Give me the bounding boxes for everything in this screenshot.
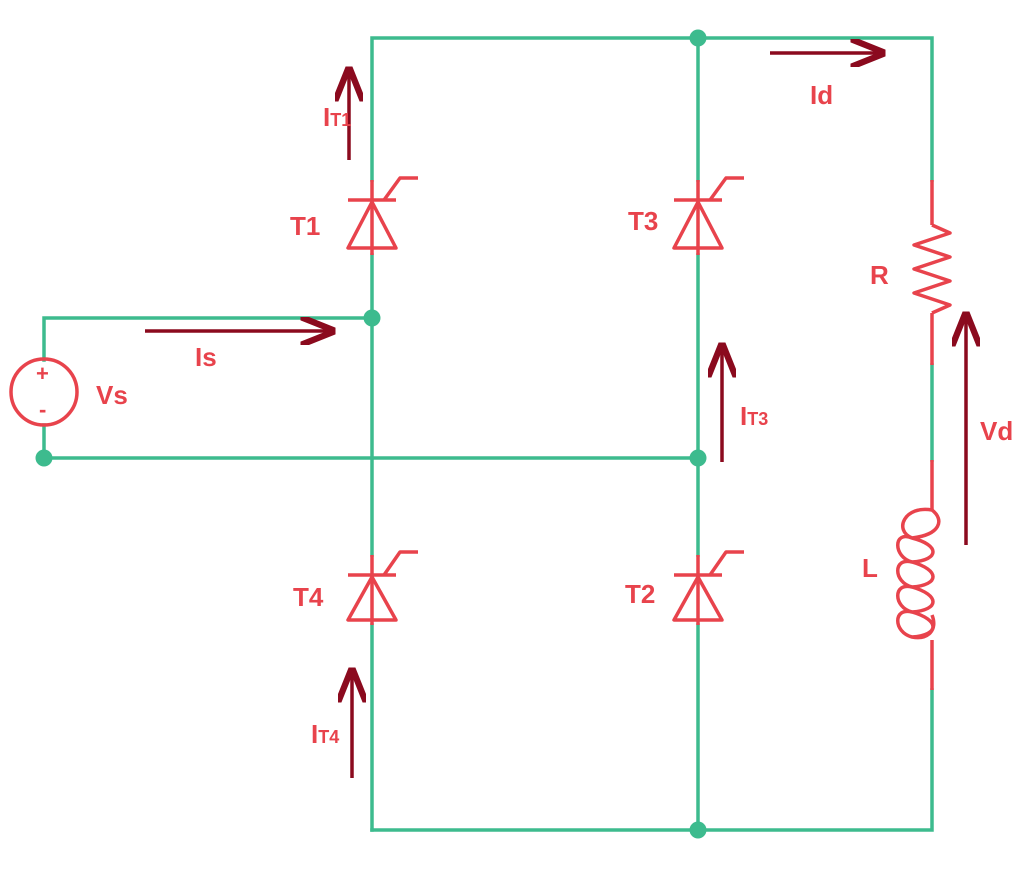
label-t2: T2 bbox=[625, 579, 655, 609]
label-vs: Vs bbox=[96, 380, 128, 410]
label-source-minus: - bbox=[39, 397, 46, 422]
label-source-plus: + bbox=[36, 361, 49, 386]
wire-top-rail bbox=[370, 36, 934, 182]
label-is: Is bbox=[195, 342, 217, 372]
label-id: Id bbox=[810, 80, 833, 110]
label-l: L bbox=[862, 553, 878, 583]
junction-dot bbox=[689, 821, 707, 839]
label-t4: T4 bbox=[293, 582, 324, 612]
junction-dot bbox=[35, 449, 53, 467]
label-vd: Vd bbox=[980, 416, 1013, 446]
label-r: R bbox=[870, 260, 889, 290]
label-it1: IT1 bbox=[323, 102, 351, 132]
resistor-symbol bbox=[912, 180, 952, 365]
junction-dot bbox=[363, 309, 381, 327]
wire-source-top bbox=[42, 316, 374, 362]
labels: T1 T3 T4 T2 R L Vs + - Is Id IT1 IT3 IT4… bbox=[36, 80, 1013, 749]
components bbox=[9, 176, 952, 690]
inductor-symbol bbox=[896, 460, 941, 690]
label-it3: IT3 bbox=[740, 401, 768, 431]
label-t1: T1 bbox=[290, 211, 320, 241]
wire-bottom-rail bbox=[370, 688, 934, 832]
label-t3: T3 bbox=[628, 206, 658, 236]
thyristor-t2-symbol bbox=[672, 550, 744, 625]
wires bbox=[42, 36, 934, 832]
junction-dot bbox=[689, 449, 707, 467]
thyristor-t1-symbol bbox=[346, 176, 418, 255]
junctions bbox=[35, 29, 707, 839]
thyristor-t4-symbol bbox=[346, 550, 418, 625]
thyristor-t3-symbol bbox=[672, 176, 744, 255]
voltage-source-circle bbox=[9, 357, 79, 427]
arrows bbox=[145, 53, 966, 778]
junction-dot bbox=[689, 29, 707, 47]
label-it4: IT4 bbox=[311, 719, 339, 749]
